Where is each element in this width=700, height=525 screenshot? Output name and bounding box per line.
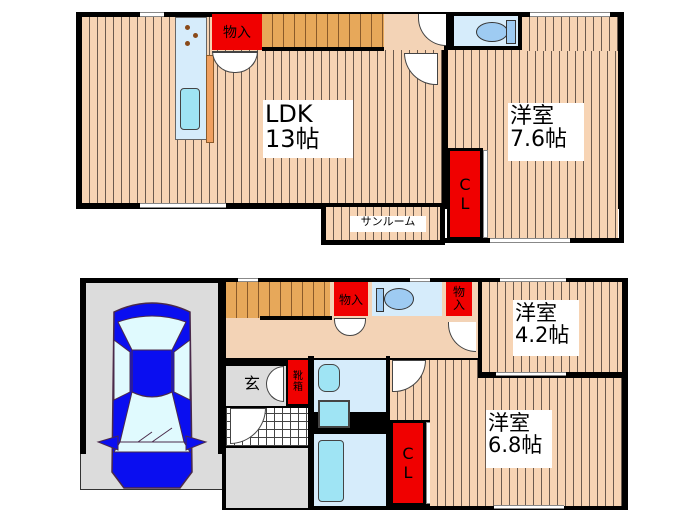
sink-icon xyxy=(180,88,200,130)
closet-upper: C L xyxy=(447,148,483,240)
western-room-2-size: 4.2帖 xyxy=(515,323,570,348)
western-room-1-label: 洋室 7.6帖 xyxy=(508,103,584,161)
window xyxy=(238,278,258,282)
bath-wall xyxy=(314,430,386,434)
garage-wall-right xyxy=(218,278,224,454)
window xyxy=(140,203,226,208)
closet-lower-label-l: L xyxy=(403,463,413,482)
lower-toilet-icon xyxy=(384,288,414,310)
western-room-3-name: 洋室 xyxy=(488,411,530,435)
window xyxy=(500,278,566,282)
porch xyxy=(226,448,308,508)
sunroom-label: サンルーム xyxy=(350,216,426,232)
western-room-2-label: 洋室 4.2帖 xyxy=(513,300,579,356)
toilet-tank-icon xyxy=(506,20,516,44)
storage-lower-2: 物 入 xyxy=(446,282,472,316)
closet-upper-label-c: C xyxy=(459,175,471,194)
kitchen-divider xyxy=(206,55,214,143)
western-room-1-top xyxy=(522,17,618,51)
stove-icon xyxy=(183,25,201,50)
shoe-box-wall xyxy=(308,356,314,510)
western-room-1-lower xyxy=(488,203,618,238)
ldk-name: LDK xyxy=(265,100,313,128)
storage-lower-1: 物入 xyxy=(334,282,368,316)
western-room-1-name: 洋室 xyxy=(510,104,555,129)
ldk-size: 13帖 xyxy=(265,125,320,154)
shoe-box: 靴 箱 xyxy=(288,360,308,404)
washing-machine-icon xyxy=(318,400,350,428)
storage-lower-1-label: 物入 xyxy=(338,292,363,307)
window xyxy=(140,12,164,17)
window xyxy=(494,505,564,509)
bathtub-icon xyxy=(318,440,344,502)
entrance-label: 玄 xyxy=(244,374,261,393)
partition-wall xyxy=(443,50,447,205)
toilet-icon xyxy=(476,22,508,42)
washroom-wall xyxy=(386,356,390,510)
upper-stairs[interactable] xyxy=(262,14,384,50)
window xyxy=(530,12,610,17)
washbasin-icon xyxy=(318,364,340,392)
western-room-3-size: 6.8帖 xyxy=(488,433,543,458)
western-room-3-label: 洋室 6.8帖 xyxy=(486,410,552,468)
lower-toilet-tank-icon xyxy=(376,288,384,312)
garage-wall-top xyxy=(80,278,224,283)
closet-upper-door[interactable] xyxy=(483,150,488,238)
lower-stairs-wall xyxy=(260,316,332,320)
closet-lower: C L xyxy=(390,420,426,506)
western-room-1-size: 7.6帖 xyxy=(510,127,567,153)
window xyxy=(496,372,566,376)
lower-stairs[interactable] xyxy=(226,282,330,318)
closet-upper-label-l: L xyxy=(460,194,470,213)
garage-wall-left xyxy=(80,278,86,454)
storage-upper-label: 物入 xyxy=(223,25,251,41)
ldk-label: LDK 13帖 xyxy=(263,100,353,158)
western-room-1-lower-wall xyxy=(440,203,624,243)
car-icon xyxy=(96,302,208,489)
storage-upper: 物入 xyxy=(212,14,262,50)
closet-lower-label-c: C xyxy=(402,444,414,463)
western-room-2-name: 洋室 xyxy=(515,301,557,325)
western-room-2-wall xyxy=(478,282,482,378)
stairs-wall xyxy=(262,47,384,51)
window xyxy=(410,278,430,282)
window xyxy=(490,238,570,243)
